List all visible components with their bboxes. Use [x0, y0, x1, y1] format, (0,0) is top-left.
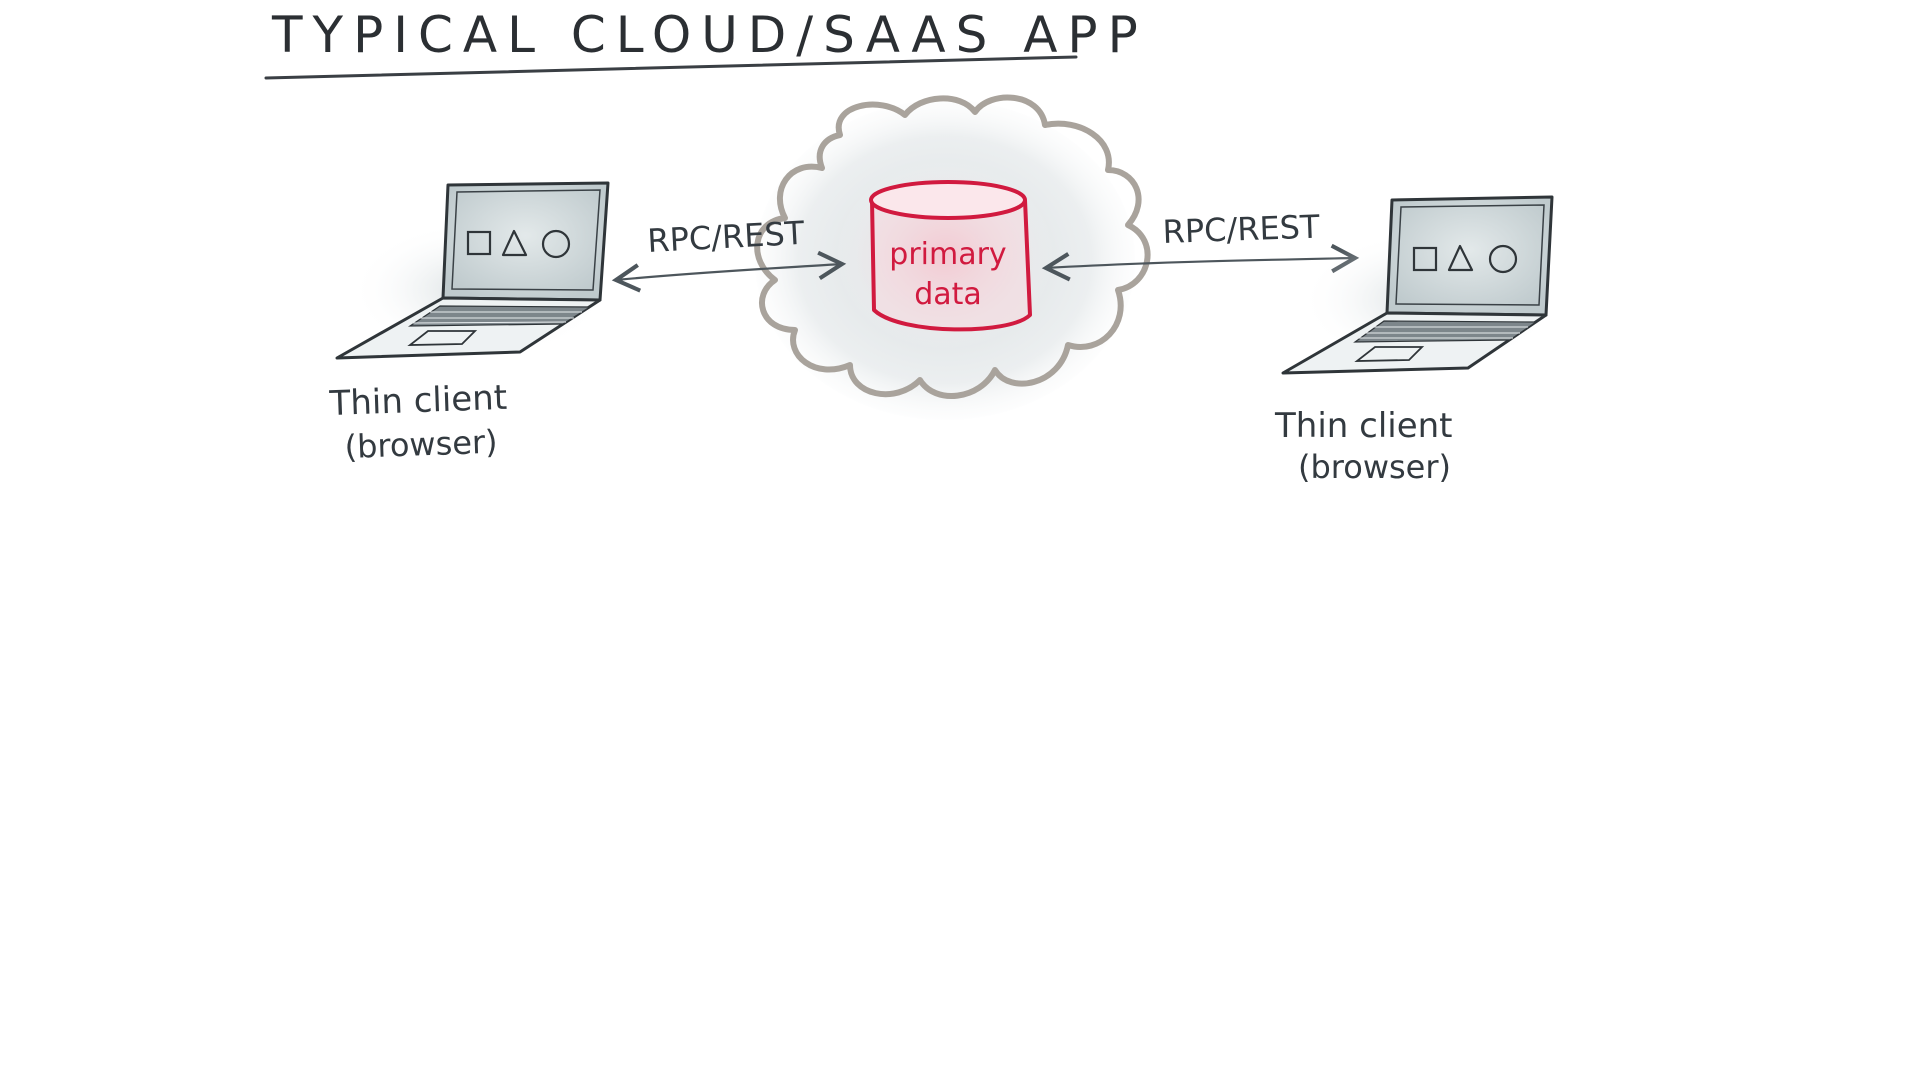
- database-cylinder: primary data: [835, 160, 1055, 350]
- right-laptop-screen: [1385, 195, 1554, 317]
- database-top: [869, 180, 1027, 220]
- left-square-icon: [466, 230, 492, 256]
- left-client-line2: (browser): [344, 423, 498, 466]
- left-laptop-keyboard: [407, 305, 593, 327]
- left-laptop-keyboard-rows: [411, 311, 582, 324]
- title-group: TYPICAL CLOUD/SAAS APP: [264, 6, 1148, 80]
- database-label-line1: primary: [889, 237, 1006, 272]
- right-circle-icon: [1488, 244, 1518, 274]
- left-laptop: [335, 181, 610, 360]
- left-triangle-icon: [501, 229, 528, 257]
- left-laptop-screen-inner: [451, 189, 601, 291]
- right-client-label: Thin client (browser): [1274, 406, 1453, 486]
- right-connection: RPC/REST: [1041, 208, 1360, 282]
- right-laptop-screen-inner: [1395, 204, 1545, 306]
- left-bidirectional-arrow: [611, 250, 847, 293]
- right-laptop-keyboard-rows: [1357, 326, 1528, 339]
- right-triangle-icon: [1447, 244, 1474, 272]
- right-bidirectional-arrow: [1041, 243, 1360, 282]
- right-laptop-touchpad: [1354, 346, 1425, 362]
- left-arrow-label: RPC/REST: [646, 214, 805, 260]
- right-client-line1: Thin client: [1274, 406, 1453, 446]
- left-client-line1: Thin client: [328, 378, 508, 424]
- left-connection: RPC/REST: [611, 214, 847, 293]
- right-arrow-label: RPC/REST: [1162, 208, 1321, 251]
- right-square-icon: [1412, 246, 1438, 272]
- right-laptop-keyboard: [1353, 320, 1538, 343]
- right-client-line2: (browser): [1298, 448, 1451, 486]
- database-body: [870, 199, 1032, 332]
- page-title: TYPICAL CLOUD/SAAS APP: [271, 6, 1148, 64]
- left-client-label: Thin client (browser): [328, 378, 508, 466]
- right-laptop: [1281, 195, 1560, 375]
- database-label-line2: data: [914, 277, 982, 312]
- left-circle-icon: [541, 229, 571, 259]
- title-underline: [264, 55, 1078, 80]
- left-laptop-touchpad: [407, 330, 478, 346]
